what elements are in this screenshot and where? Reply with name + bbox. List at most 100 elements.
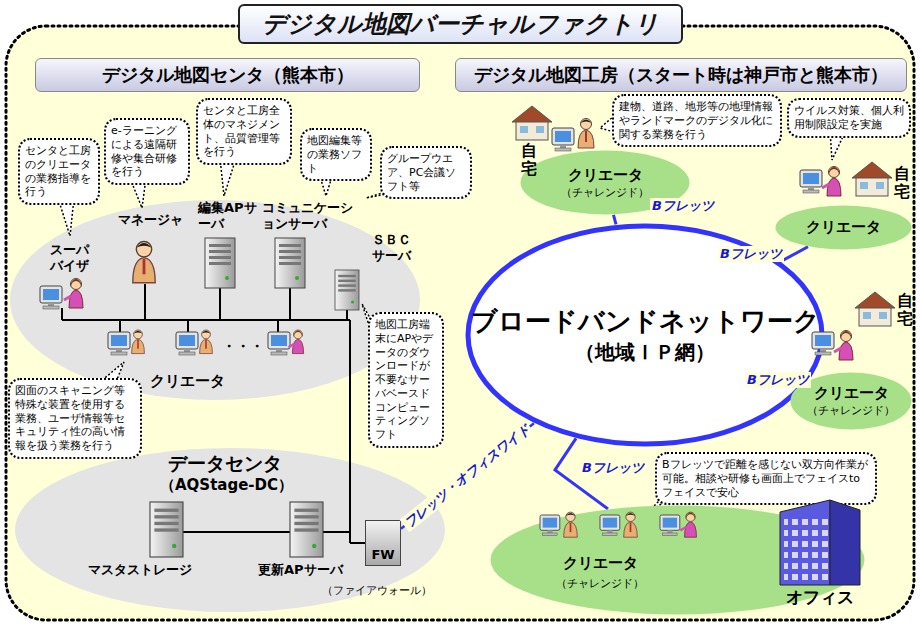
- use-graphic: [176, 332, 198, 355]
- use-graphic: [660, 515, 680, 536]
- use-graphic: [132, 330, 145, 354]
- callout-bubble: 地図編集等の業務ソフト: [300, 128, 372, 181]
- callout-bubble: ウイルス対策、個人利用制限設定を実施: [787, 98, 911, 138]
- node-text: Bフレッツで距離を感じない双方向作業が可能。相談や研修も画面上でフェイスtoフェ…: [662, 458, 870, 499]
- site-ellipse: クリエータ: [775, 205, 912, 250]
- node-text: 建物、道路、地形等の地理情報やランドマークのデジタル化に関する業務を行う: [619, 100, 775, 141]
- callout-bubble: センタと工房全体のマネジメント、品質管理等を行う: [196, 98, 292, 165]
- node-text: ウイルス対策、個人利用制限設定を実施: [794, 104, 904, 132]
- link-label: Bフレッツ: [718, 246, 784, 262]
- node-text: デジタル地図センタ（熊本市）: [102, 63, 354, 87]
- use-graphic: [512, 106, 552, 140]
- line-graphic: [350, 542, 365, 544]
- polygon-graphic: [780, 500, 830, 585]
- line-graphic: [187, 320, 189, 332]
- node-text: （チャレンジド）: [807, 403, 895, 418]
- link-label: Bフレッツ: [650, 198, 716, 214]
- line-graphic: [61, 308, 63, 320]
- use-graphic: [552, 128, 574, 151]
- use-graphic: [40, 286, 62, 309]
- office-ellipse: クリエータ（チャレンジド）オフィス: [490, 505, 865, 615]
- use-graphic: [624, 512, 638, 537]
- use-graphic: [133, 242, 155, 283]
- node-text: 図面のスキャニング等特殊な装置を使用する業務、ユーザ情報等セキュリティ性の高い情…: [15, 384, 135, 453]
- node-text: （チャレンジド）: [556, 576, 644, 591]
- ellipse-shape: [468, 226, 822, 444]
- node-text: クリエータ: [568, 166, 643, 185]
- polygon-graphic: [830, 500, 860, 585]
- callout-bubble: 地図工房端末にAPやデータのダウンロードが不要なサーバベースドコンピューティング…: [368, 312, 444, 448]
- use-graphic: [275, 238, 305, 288]
- node-text: FW: [371, 547, 394, 562]
- ellipse-shape: [776, 206, 912, 250]
- callout-bubble: Bフレッツで距離を感じない双方向作業が可能。相談や研修も画面上でフェイスtoフェ…: [655, 452, 877, 505]
- line-graphic: [277, 320, 279, 332]
- label-text: （ファイアウォール）: [322, 584, 452, 597]
- use-graphic: [150, 502, 183, 557]
- line-graphic: [144, 284, 146, 320]
- callout-bubble: 建物、道路、地形等の地理情報やランドマークのデジタル化に関する業務を行う: [612, 94, 782, 147]
- use-graphic: [680, 512, 696, 537]
- use-graphic: [290, 502, 323, 557]
- link-label: Bフレッツ: [580, 460, 646, 476]
- section-header: デジタル地図センタ（熊本市）: [35, 58, 420, 92]
- use-graphic: [108, 332, 130, 355]
- label-text: ・・・: [222, 338, 266, 355]
- node-text: ブロードバンドネットワーク: [471, 304, 820, 339]
- node-text: クリエータ: [563, 554, 638, 573]
- label-text: ＳＢＣサーバ: [372, 232, 416, 263]
- callout-bubble: 図面のスキャニング等特殊な装置を使用する業務、ユーザ情報等セキュリティ性の高い情…: [8, 378, 142, 459]
- node-text: （チャレンジド）: [561, 185, 649, 200]
- use-graphic: [205, 238, 235, 288]
- label-text: マスタストレージ: [88, 562, 204, 578]
- node-text: クリエータ: [806, 218, 881, 237]
- label-text: 更新APサーバ: [258, 562, 354, 578]
- node-text: センタと工房全体のマネジメント、品質管理等を行う: [203, 104, 285, 159]
- line-graphic: [349, 320, 351, 543]
- use-graphic: [268, 332, 290, 355]
- label-text: （AQStage-DC）: [160, 476, 320, 494]
- rect-graphic: [6, 26, 914, 620]
- use-graphic: [600, 515, 620, 536]
- node-text: グループウエア、PC会議ソフト等: [387, 152, 465, 193]
- line-graphic: [183, 531, 290, 533]
- firewall-box: FW: [365, 520, 401, 566]
- label-text: マネージャ: [118, 212, 198, 228]
- label-text: データセンタ: [168, 452, 308, 475]
- node-text: 地図編集等の業務ソフト: [307, 134, 365, 175]
- label-text: 自宅: [894, 165, 910, 200]
- node-text: （地域ＩＰ網）: [575, 339, 715, 366]
- use-graphic: [335, 270, 359, 310]
- label-text: 自宅: [897, 292, 913, 327]
- label-text: クリエータ: [150, 372, 234, 390]
- node-text: 地図工房端末にAPやデータのダウンロードが不要なサーバベースドコンピューティング…: [375, 318, 437, 442]
- use-graphic: [852, 162, 892, 196]
- use-graphic: [200, 330, 213, 354]
- label-text: 編集APサーバ: [198, 200, 262, 231]
- diagram-title: デジタル地図バーチャルファクトリ: [238, 4, 683, 44]
- node-text: e-ラーニングによる遠隔研修や集合研修を行う: [111, 124, 183, 179]
- node-text: センタと工房のクリエータの業務指導を行う: [25, 144, 93, 199]
- link-label: Bフレッツ: [745, 372, 811, 388]
- section-header: デジタル地図工房（スタート時は神戸市と熊本市）: [455, 58, 907, 92]
- line-graphic: [323, 531, 350, 533]
- rect-graphic: [784, 514, 828, 582]
- label-text: コミュニケーションサーバ: [262, 200, 360, 231]
- use-graphic: [540, 515, 560, 536]
- use-graphic: [812, 332, 834, 355]
- use-graphic: [800, 170, 822, 193]
- use-graphic: [834, 331, 853, 361]
- line-graphic: [62, 319, 350, 321]
- network-link: [781, 247, 808, 262]
- use-graphic: [564, 512, 578, 537]
- callout-bubble: e-ラーニングによる遠隔研修や集合研修を行う: [104, 118, 190, 185]
- use-graphic: [578, 119, 594, 149]
- node-text: デジタル地図工房（スタート時は神戸市と熊本市）: [474, 63, 888, 87]
- label-text: スーパバイザ: [50, 242, 92, 273]
- use-graphic: [855, 292, 895, 326]
- use-graphic: [288, 330, 303, 354]
- callout-bubble: グループウエア、PC会議ソフト等: [380, 146, 472, 199]
- node-text: クリエータ: [814, 384, 889, 403]
